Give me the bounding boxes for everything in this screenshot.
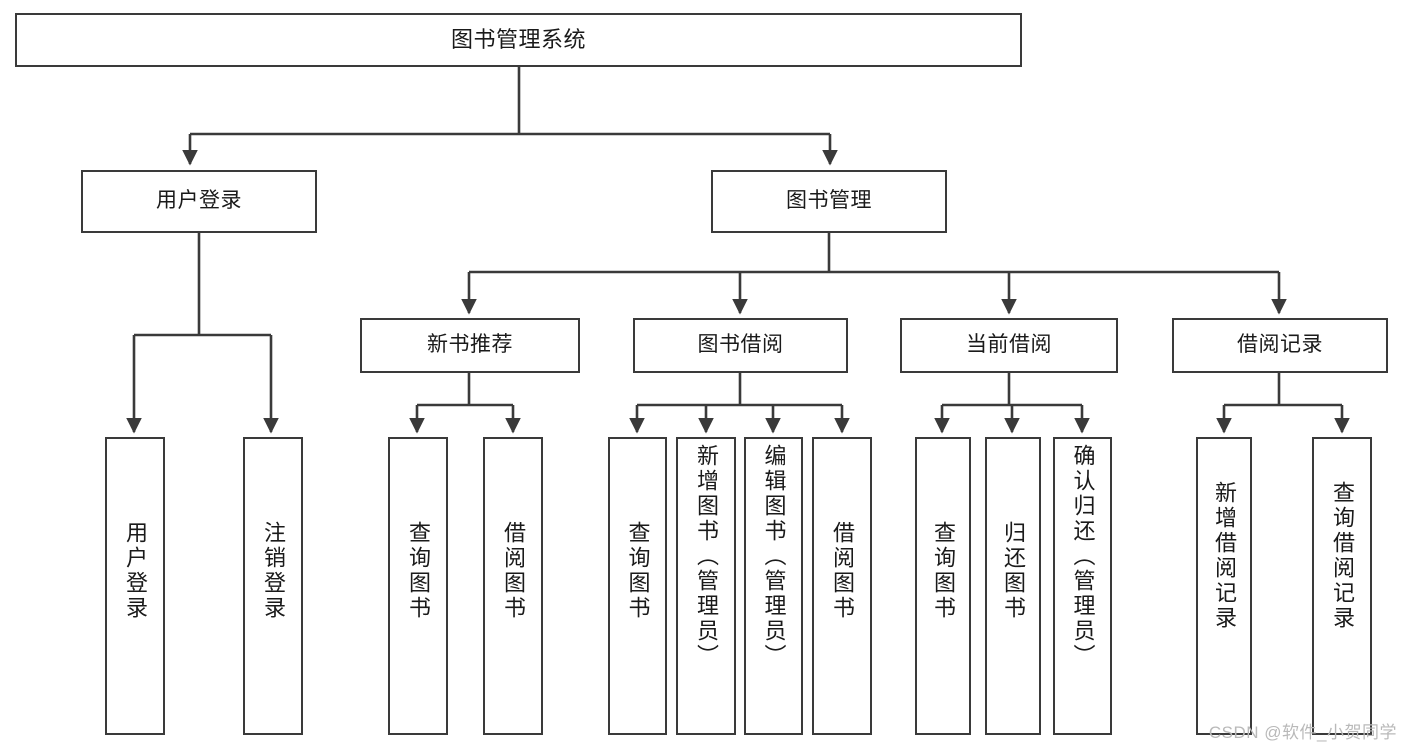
node-book-borrow[interactable]: 图书借阅 bbox=[633, 318, 848, 373]
node-label: 图书借阅 bbox=[697, 333, 784, 357]
leaf-user-login[interactable]: 用户登录 bbox=[105, 437, 165, 735]
node-label: 查询图书 bbox=[625, 521, 651, 621]
node-label: 图书管理系统 bbox=[450, 27, 586, 53]
leaf-logout[interactable]: 注销登录 bbox=[243, 437, 303, 735]
node-label: 图书管理 bbox=[786, 189, 872, 213]
leaf-add-book-admin[interactable]: 新增图书（管理员） bbox=[676, 437, 736, 735]
node-label: 借阅图书 bbox=[830, 521, 855, 621]
leaf-query-book-current[interactable]: 查询图书 bbox=[915, 437, 971, 735]
node-label: 注销登录 bbox=[261, 521, 286, 621]
node-current-borrow[interactable]: 当前借阅 bbox=[900, 318, 1118, 373]
node-label: 当前借阅 bbox=[966, 333, 1052, 357]
node-label: 查询图书 bbox=[406, 521, 431, 621]
leaf-confirm-return-admin[interactable]: 确认归还（管理员） bbox=[1053, 437, 1112, 735]
node-label: 查询借阅记录 bbox=[1330, 481, 1355, 631]
leaf-borrow-book-new[interactable]: 借阅图书 bbox=[483, 437, 543, 735]
watermark-text: CSDN @软件_小贺同学 bbox=[1208, 723, 1397, 742]
node-label: 借阅图书 bbox=[501, 521, 526, 621]
node-label: 用户登录 bbox=[156, 189, 242, 213]
node-book-management[interactable]: 图书管理 bbox=[711, 170, 947, 233]
leaf-return-book[interactable]: 归还图书 bbox=[985, 437, 1041, 735]
node-new-book-recommend[interactable]: 新书推荐 bbox=[360, 318, 580, 373]
node-root-system[interactable]: 图书管理系统 bbox=[15, 13, 1022, 67]
leaf-borrow-book-borrow[interactable]: 借阅图书 bbox=[812, 437, 872, 735]
node-label: 新书推荐 bbox=[427, 333, 513, 357]
node-label: 查询图书 bbox=[931, 521, 956, 621]
leaf-edit-book-admin[interactable]: 编辑图书（管理员） bbox=[744, 437, 803, 735]
node-label: 新增图书（管理员） bbox=[694, 444, 719, 669]
leaf-query-book-borrow[interactable]: 查询图书 bbox=[608, 437, 667, 735]
node-user-login[interactable]: 用户登录 bbox=[81, 170, 317, 233]
node-label: 新增借阅记录 bbox=[1212, 481, 1237, 631]
leaf-query-book-new[interactable]: 查询图书 bbox=[388, 437, 448, 735]
node-label: 编辑图书（管理员） bbox=[761, 444, 787, 669]
node-label: 用户登录 bbox=[123, 521, 148, 621]
node-borrow-records[interactable]: 借阅记录 bbox=[1172, 318, 1388, 373]
node-label: 确认归还（管理员） bbox=[1070, 444, 1096, 669]
node-label: 借阅记录 bbox=[1237, 333, 1323, 357]
node-label: 归还图书 bbox=[1001, 521, 1026, 621]
leaf-query-borrow-record[interactable]: 查询借阅记录 bbox=[1312, 437, 1372, 735]
leaf-add-borrow-record[interactable]: 新增借阅记录 bbox=[1196, 437, 1252, 735]
